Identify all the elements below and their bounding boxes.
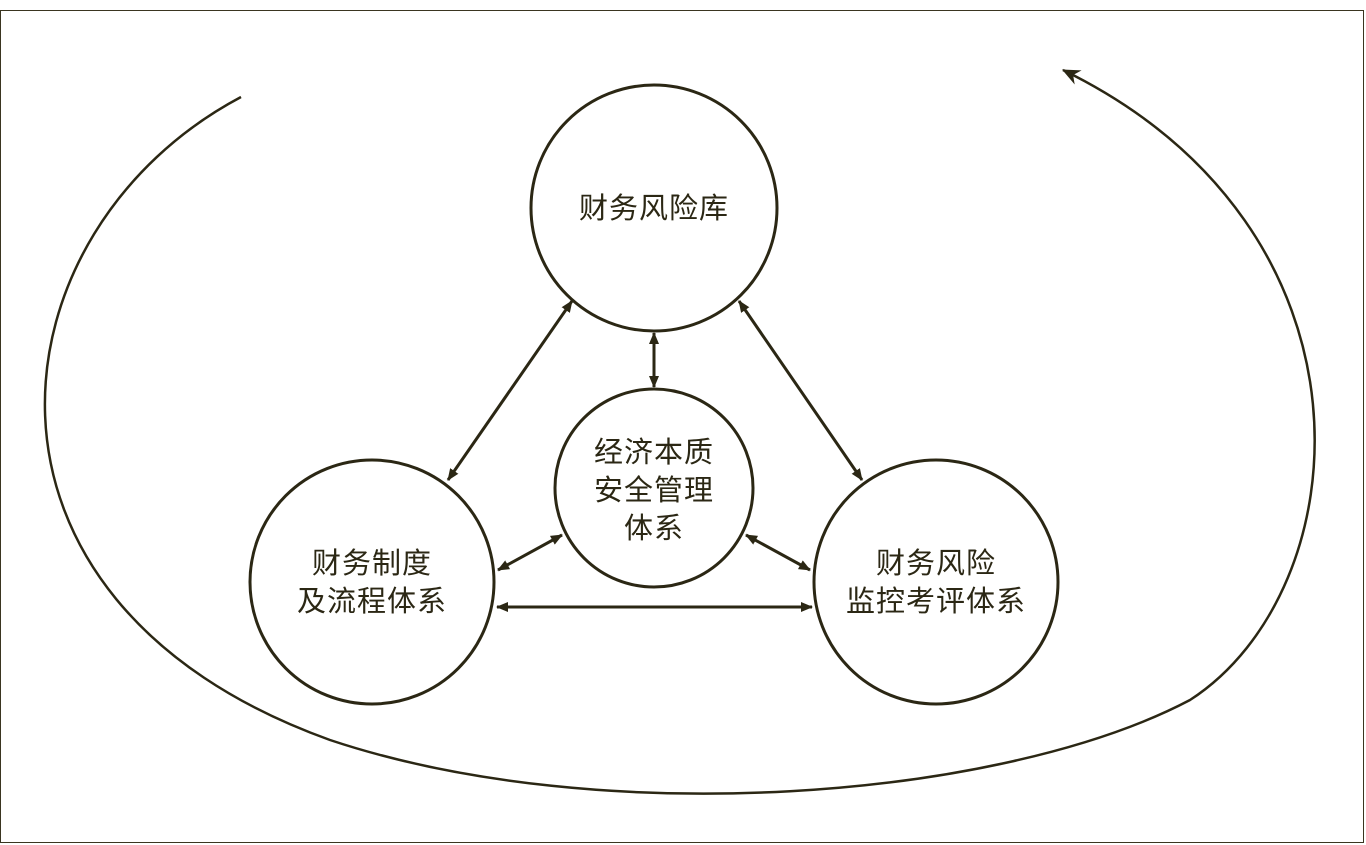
diagram-frame (0, 10, 1364, 843)
node-center-line-3: 体系 (623, 511, 684, 545)
arrow-center-right (745, 533, 811, 572)
node-right-line-1: 财务风险 (875, 546, 996, 580)
node-top-line-1: 财务风险库 (578, 191, 729, 225)
outer-cycle-arrow (43, 68, 1316, 795)
arrow-top-left (446, 300, 574, 481)
node-circle-top (529, 83, 779, 333)
node-left-line-1: 财务制度 (311, 546, 432, 580)
node-right-line-2: 监控考评体系 (845, 584, 1026, 618)
node-label-top: 财务风险库 (534, 168, 774, 248)
node-circle-center (553, 387, 755, 589)
node-center-line-2: 安全管理 (593, 473, 714, 507)
arrow-center-left (497, 533, 563, 572)
node-circle-left (248, 458, 496, 706)
node-label-right: 财务风险 监控考评体系 (822, 540, 1050, 624)
node-label-center: 经济本质 安全管理 体系 (560, 428, 748, 552)
node-left-line-2: 及流程体系 (296, 584, 447, 618)
arrow-top-right (737, 300, 864, 481)
node-label-left: 财务制度 及流程体系 (262, 540, 482, 624)
node-circle-right (812, 458, 1060, 706)
node-center-line-1: 经济本质 (593, 435, 714, 469)
